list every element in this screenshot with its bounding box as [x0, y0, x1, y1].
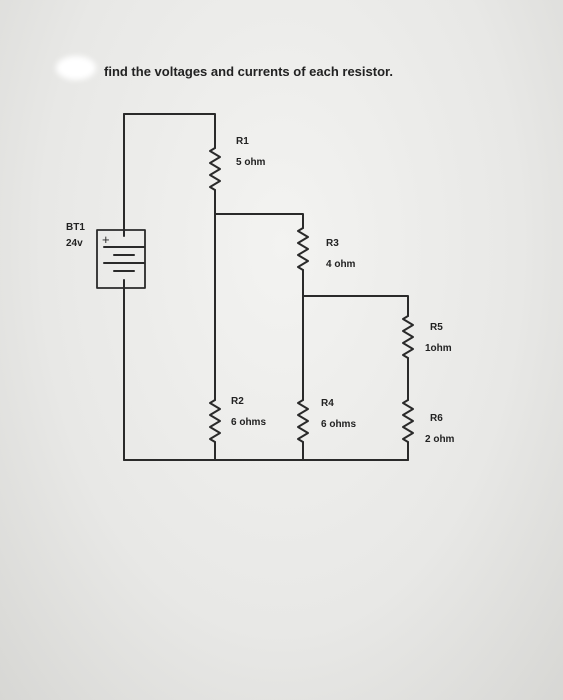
r5-name-label: R5: [430, 322, 443, 333]
problem-statement: find the voltages and currents of each r…: [104, 64, 393, 79]
r1-name-label: R1: [236, 136, 249, 147]
r2-value-label: 6 ohms: [231, 417, 267, 428]
r6-value-label: 2 ohm: [425, 434, 455, 445]
battery-name-label: BT1: [66, 222, 85, 233]
battery-box: [96, 229, 146, 289]
r6-name-label: R6: [430, 413, 443, 424]
r2-name-label: R2: [231, 396, 244, 407]
r4-value-label: 6 ohms: [321, 419, 357, 430]
wire-junction-b: [302, 295, 409, 317]
r3-name-label: R3: [326, 238, 339, 249]
r4-name-label: R4: [321, 398, 334, 409]
r2-resistor-symbol: [209, 399, 221, 443]
battery-plus-sign: +: [102, 232, 110, 247]
battery-cells: [103, 246, 145, 272]
r1-value-label: 5 ohm: [236, 157, 266, 168]
r1-resistor-symbol: [209, 147, 221, 191]
r3-value-label: 4 ohm: [326, 259, 356, 270]
r5-resistor-symbol: [402, 315, 414, 359]
r3-resistor-symbol: [297, 227, 309, 271]
wire-junction-a: [214, 213, 304, 229]
r6-resistor-symbol: [402, 399, 414, 443]
wire-top: [123, 113, 216, 149]
r5-value-label: 1ohm: [425, 343, 452, 354]
battery-voltage-label: 24v: [66, 238, 83, 249]
r4-resistor-symbol: [297, 399, 309, 443]
redacted-mark: [56, 56, 96, 80]
